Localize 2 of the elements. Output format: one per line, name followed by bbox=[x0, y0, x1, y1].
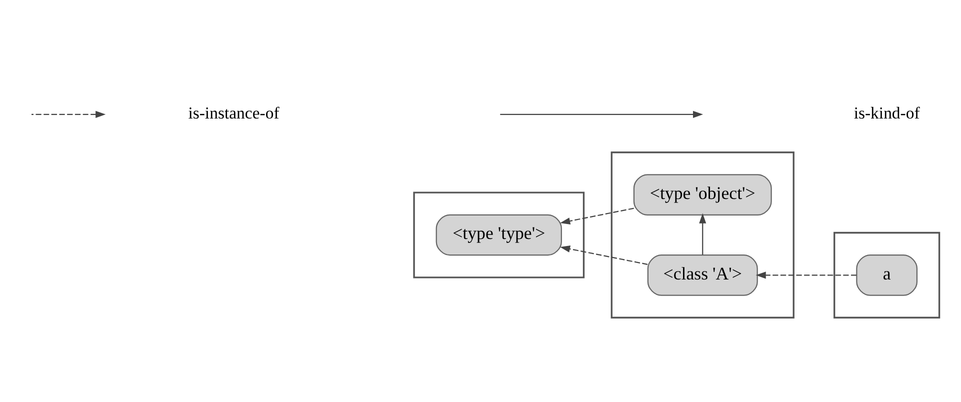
legend-label: is-instance-of bbox=[188, 102, 280, 122]
legend-label: is-kind-of bbox=[854, 102, 920, 122]
